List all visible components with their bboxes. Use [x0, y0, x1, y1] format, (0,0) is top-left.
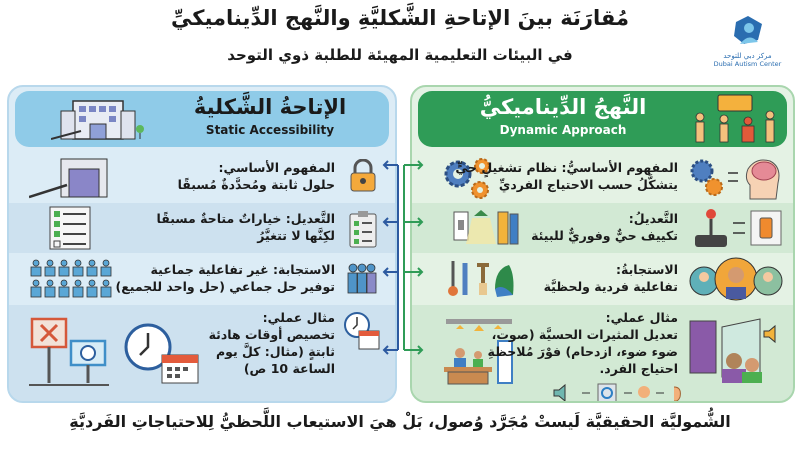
classroom-lighting-icon [444, 319, 513, 385]
brain-gears-icon [690, 159, 780, 200]
dynamic-response-text: تفاعلية فردية ولحظيَّة [543, 279, 678, 294]
puzzle-head-icon [733, 16, 762, 44]
dynamic-example-line-2: ضوء ضوء، ازدحام) فوْرَ مُلاحظةِ [487, 344, 678, 359]
dynamic-modification-text: تكييف حيٌّ وفوريٌّ للبيئة [531, 228, 678, 243]
dynamic-approach-panel: النَّهجُ الدِّيناميكيُّ Dynamic Approach… [410, 85, 795, 403]
static-accessibility-panel: الإتاحةُ الشَّكليةُ Static Accessibility… [7, 85, 397, 403]
dynamic-modification-label: التَّعديلُ: [628, 211, 678, 226]
static-panel-subtitle: Static Accessibility [205, 123, 335, 137]
crowd-icon [30, 259, 112, 298]
static-example-line-1: تخصيص أوقات هادئة [208, 327, 335, 342]
checklist-icon [349, 211, 377, 248]
page-subtitle: في البيئات التعليمية المهيئة للطلبة ذوي … [227, 46, 573, 64]
dynamic-row-concept: المفهوم الأساسيُّ: نظام تشغيلٍ حيٍّ يتشك… [412, 151, 793, 203]
page-title: مُقارَنَة بينَ الإتاحةِ الشَّكليَّةِ وال… [171, 6, 629, 30]
dynamic-response-label: الاستجابةُ: [616, 262, 678, 277]
group-icon [347, 263, 377, 294]
static-row-concept: المفهوم الأساسي: حلول ثابتة ومُحدَّدةٌ م… [9, 151, 395, 203]
schedule-signs-icon [29, 317, 109, 386]
logo-arabic-text: مركز دبي للتوحد [723, 52, 772, 60]
dynamic-panel-subtitle: Dynamic Approach [499, 123, 627, 137]
static-modification-label: التَّعديل: خياراتٌ متاحةٌ مسبقًا [156, 211, 336, 226]
building-icon [51, 100, 144, 140]
static-row-response: الاستجابة: غير تفاعلية جماعية توفير حل ج… [9, 253, 395, 305]
static-connector-arrows [382, 160, 399, 355]
dynamic-example-line-3: احتياج الفرد. [599, 361, 678, 376]
comparison-connector-arrows [382, 160, 424, 355]
checklist-form-icon [49, 206, 91, 250]
light-door-controls-icon [453, 210, 519, 245]
static-panel-header: الإتاحةُ الشَّكليةُ Static Accessibility [15, 91, 389, 147]
static-response-text: توفير حل جماعي (حل واحد للجميع) [115, 279, 336, 294]
sensory-room-icon [689, 318, 776, 383]
lock-icon [350, 159, 376, 192]
static-modification-text: لكِنَّها لا تتغيَّرُ [257, 228, 335, 243]
static-example-label: مثال عملي: [262, 310, 335, 325]
dynamic-row-example: مثال عملي: تعديل المثيرات الحسيَّة (صوت،… [412, 305, 793, 401]
joystick-switch-icon [695, 209, 782, 247]
dubai-autism-center-logo: مركز دبي للتوحد Dubai Autism Center [700, 14, 795, 68]
dynamic-concept-text: يتشكَّلُ حسب الاحتياج الفرديِّ [498, 177, 678, 192]
static-row-modification: التَّعديل: خياراتٌ متاحةٌ مسبقًا لكِنَّه… [9, 203, 395, 253]
static-example-line-2: ثابتةٍ (مثال: كلَّ يوم [215, 344, 335, 359]
static-row-example: مثال عملي: تخصيص أوقات هادئة ثابتةٍ (مثا… [9, 305, 395, 401]
dynamic-panel-title: النَّهجُ الدِّيناميكيُّ [479, 95, 647, 119]
dynamic-example-line-1: تعديل المثيرات الحسيَّة (صوت، [491, 327, 678, 342]
clock-calendar-large-icon [124, 323, 199, 384]
dynamic-example-label: مثال عملي: [605, 310, 678, 325]
static-example-line-3: الساعة 10 ص) [243, 361, 335, 376]
dynamic-connector-arrows [403, 160, 424, 355]
clock-calendar-icon [344, 312, 380, 350]
sensory-sequence-icon [553, 383, 681, 401]
dynamic-concept-label: المفهوم الأساسيُّ: نظام تشغيلٍ حيٍّ [455, 160, 678, 175]
tools-icon [448, 261, 514, 297]
static-response-label: الاستجابة: غير تفاعلية جماعية [150, 262, 335, 277]
static-concept-text: حلول ثابتة ومُحدَّدةٌ مُسبقًا [177, 177, 335, 192]
static-panel-title: الإتاحةُ الشَّكليةُ [193, 95, 347, 119]
people-avatars-icon [689, 257, 783, 301]
dynamic-row-modification: التَّعديلُ: تكييف حيٌّ وفوريٌّ للبيئة [412, 203, 793, 253]
ramp-entrance-icon [29, 158, 108, 199]
logo-english-text: Dubai Autism Center [713, 60, 782, 68]
gears-icon [444, 158, 490, 199]
footer-statement: الشُّموليَّة الحقيقيَّة لَيستْ مُجَرَّد … [69, 412, 731, 431]
static-concept-label: المفهوم الأساسي: [218, 160, 335, 175]
dynamic-panel-header: النَّهجُ الدِّيناميكيُّ Dynamic Approach [418, 91, 787, 147]
collaboration-people-icon [695, 94, 775, 143]
dynamic-row-response: الاستجابةُ: تفاعلية فردية ولحظيَّة [412, 253, 793, 305]
